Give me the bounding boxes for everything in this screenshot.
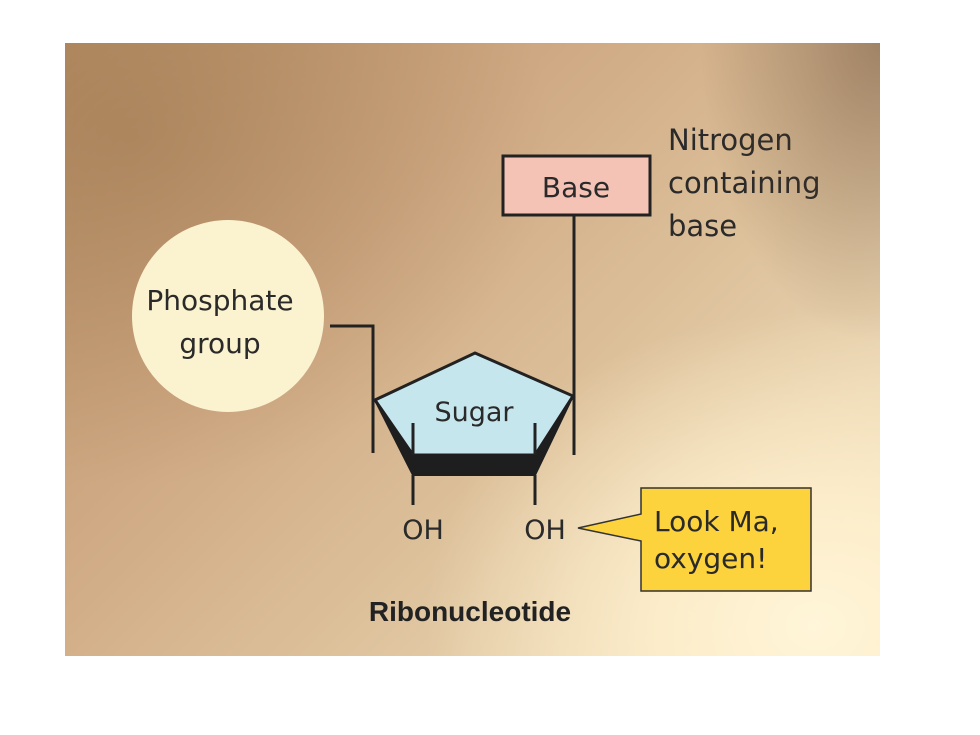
ribonucleotide-diagram: Phosphate group Sugar Base Nitrogen cont…: [132, 123, 821, 627]
callout-bubble: [577, 487, 812, 592]
callout-line1: Look Ma,: [654, 505, 779, 538]
oh-right-label: OH: [524, 515, 566, 546]
base-label: Base: [542, 171, 610, 204]
phosphate-label-line1: Phosphate: [146, 284, 293, 317]
phosphate-label-line2: group: [179, 327, 260, 360]
base-box: [501, 154, 652, 217]
nitrogen-label-line2: containing: [668, 166, 821, 200]
slide-background: Phosphate group Sugar Base Nitrogen cont…: [65, 43, 880, 656]
callout-line2: oxygen!: [654, 542, 767, 575]
oh-left-label: OH: [402, 515, 444, 546]
phosphate-connector-line: [330, 324, 375, 453]
diagram-title: Ribonucleotide: [369, 596, 571, 627]
sugar-label: Sugar: [434, 397, 514, 428]
nitrogen-label-line1: Nitrogen: [668, 123, 793, 157]
nitrogen-label-line3: base: [668, 209, 737, 243]
phosphate-group-circle: [132, 220, 324, 412]
